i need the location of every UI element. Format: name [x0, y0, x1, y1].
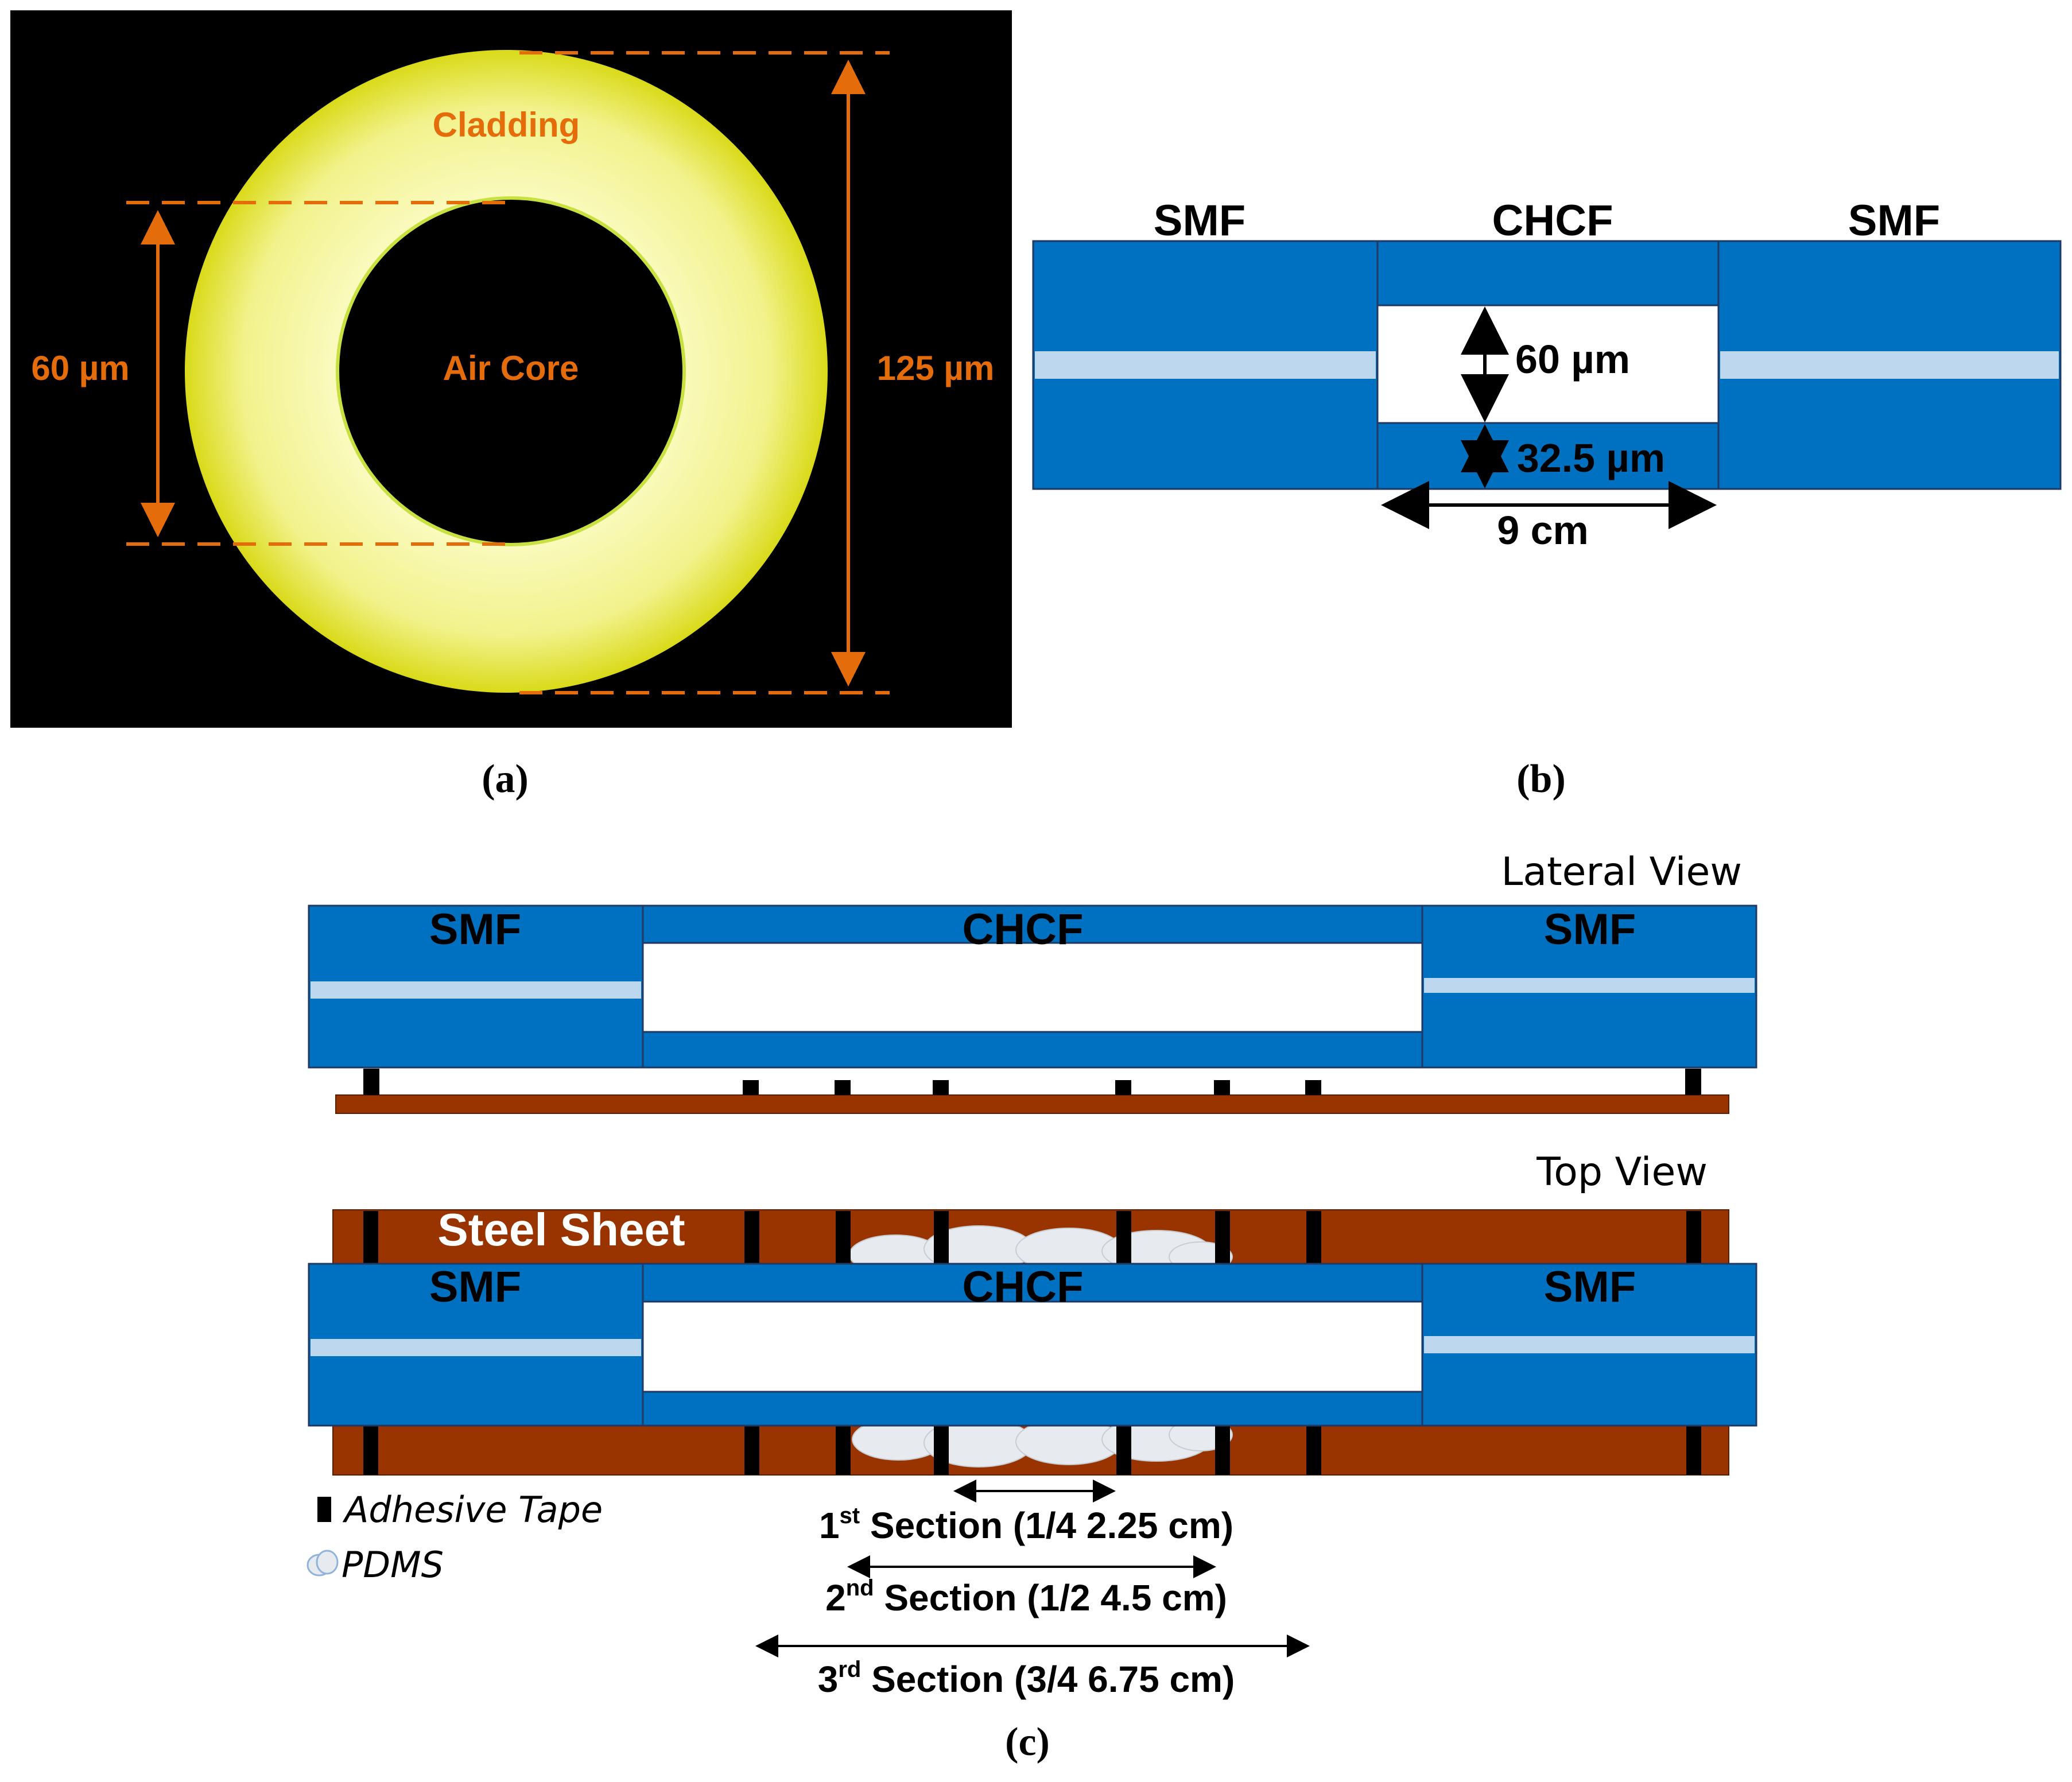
top-smf-left-core: [311, 1339, 641, 1356]
lateral-view-label: Lateral View: [1501, 849, 1742, 895]
top-tape-strip: [1215, 1426, 1230, 1475]
caption-a: (a): [482, 757, 529, 801]
wall-dimension-label: 32.5 µm: [1517, 436, 1665, 480]
top-tape-strip: [363, 1426, 378, 1475]
top-tape-strip: [1306, 1211, 1321, 1264]
cladding-label: Cladding: [433, 106, 580, 144]
lat-chcf-label: CHCF: [962, 905, 1083, 954]
top-tape-strip: [1306, 1426, 1321, 1475]
section2-label: 2nd Section (1/2 4.5 cm): [825, 1575, 1227, 1618]
top-smf-left-label: SMF: [429, 1263, 521, 1311]
top-tape-strip: [1116, 1211, 1131, 1264]
lat-tape-pad: [933, 1080, 949, 1095]
lat-smf-right-core: [1424, 978, 1755, 993]
pdms-legend-label: PDMS: [342, 1544, 444, 1586]
lat-smf-left-core: [311, 981, 641, 999]
smf-left-label: SMF: [1154, 196, 1245, 245]
lat-tape-pad: [743, 1080, 759, 1095]
section3-label: 3rd Section (3/4 6.75 cm): [818, 1657, 1235, 1700]
caption-c: (c): [1005, 1720, 1050, 1764]
top-view-label: Top View: [1536, 1150, 1708, 1195]
lat-tape-pad: [1305, 1080, 1321, 1095]
top-tape-strip: [744, 1211, 759, 1264]
outer-diameter-label: 125 µm: [877, 349, 995, 387]
lat-steel-sheet: [335, 1094, 1729, 1114]
chcf-air-core: [1376, 304, 1720, 424]
inner-diameter-label: 60 µm: [31, 349, 129, 387]
top-smf-right-label: SMF: [1544, 1263, 1636, 1311]
length-dimension-label: 9 cm: [1497, 508, 1589, 553]
steel-sheet-label: Steel Sheet: [437, 1204, 685, 1255]
section1-label: 1st Section (1/4 2.25 cm): [819, 1503, 1233, 1546]
smf-left-core: [1035, 351, 1376, 379]
lat-smf-right-label: SMF: [1544, 905, 1636, 954]
smf-right-label: SMF: [1848, 196, 1940, 245]
chcf-label: CHCF: [1492, 196, 1613, 245]
top-tape-strip: [363, 1211, 378, 1264]
lat-tape-pad: [1115, 1080, 1131, 1095]
top-tape-strip: [1116, 1426, 1131, 1475]
top-chcf-air-core: [642, 1300, 1423, 1393]
top-tape-strip: [1686, 1211, 1701, 1264]
top-tape-strip: [836, 1426, 851, 1475]
lat-chcf-air-core: [642, 942, 1423, 1033]
top-chcf-label: CHCF: [962, 1263, 1083, 1311]
tape-legend-label: Adhesive Tape: [342, 1489, 603, 1531]
lat-smf-left-label: SMF: [429, 905, 521, 954]
tape-legend-icon: [317, 1497, 331, 1522]
top-smf-right-core: [1424, 1336, 1755, 1353]
lat-tape-pad: [1214, 1080, 1230, 1095]
air-core-label: Air Core: [443, 349, 579, 387]
lat-tape-pad: [835, 1080, 851, 1095]
panel-b: SMF CHCF SMF 60 µm 32.5 µm 9 cm (b): [1032, 196, 2062, 801]
air-core-hole: [336, 196, 686, 546]
top-tape-strip: [836, 1211, 851, 1264]
lat-tape-pad: [1685, 1069, 1701, 1095]
top-tape-strip: [1215, 1211, 1230, 1264]
smf-right-core: [1720, 351, 2059, 379]
top-tape-strip: [934, 1211, 949, 1264]
top-tape-strip: [934, 1426, 949, 1475]
top-tape-strip: [1686, 1426, 1701, 1475]
caption-b: (b): [1516, 757, 1566, 801]
core-dimension-label: 60 µm: [1515, 337, 1630, 382]
top-tape-strip: [744, 1426, 759, 1475]
pdms-legend-icon: [306, 1550, 339, 1577]
panel-c: Lateral View SMF CHCF SMF Top View: [306, 849, 1757, 1764]
lat-tape-pad: [363, 1069, 379, 1095]
panel-a: Cladding Air Core 60 µm 125 µm (a): [10, 10, 1012, 801]
